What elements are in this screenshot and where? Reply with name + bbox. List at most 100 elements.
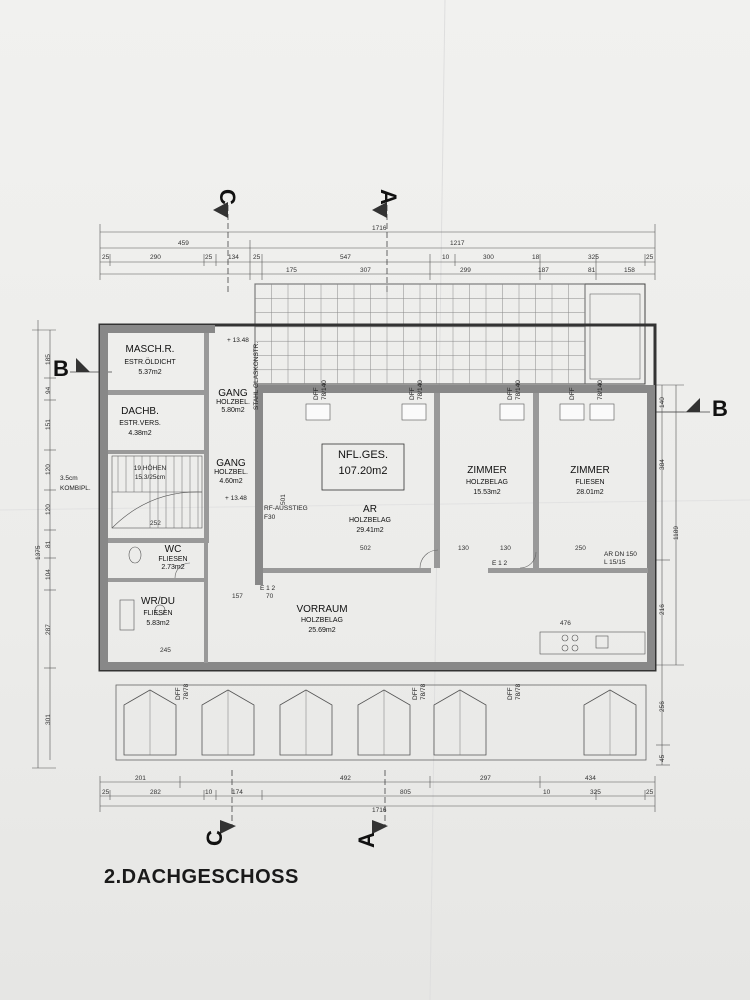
dim-bottom-a: 434 bbox=[585, 775, 596, 782]
room-floor: HOLZBEL. bbox=[214, 469, 248, 476]
dim-top-c: 187 bbox=[538, 267, 549, 274]
top-dimension-lines bbox=[99, 224, 656, 280]
section-marker-b-left: B bbox=[53, 356, 112, 381]
dim-bottom-b: 174 bbox=[232, 789, 243, 796]
skylight-window bbox=[201, 689, 255, 756]
paper-fold bbox=[0, 499, 750, 511]
room-vorraum: VORRAUM HOLZBELAG 25.69m2 bbox=[296, 604, 347, 634]
dim-right: 256 bbox=[659, 701, 666, 712]
dim-bottom-b: 25 bbox=[646, 789, 654, 796]
dim-top-c: 158 bbox=[624, 267, 635, 274]
dim-left: 120 bbox=[45, 504, 52, 515]
level-marker: + 13.48 bbox=[227, 337, 249, 344]
dim-inner: 501 bbox=[280, 494, 287, 505]
room-name: MASCH.R. bbox=[126, 344, 175, 355]
room-name: AR bbox=[363, 504, 377, 515]
dim-left: 301 bbox=[45, 714, 52, 725]
room-name: GANG bbox=[218, 388, 248, 399]
dim-top-c: 307 bbox=[360, 267, 371, 274]
room-floor: FLIESEN bbox=[158, 556, 187, 563]
window-label: DFF bbox=[507, 387, 514, 400]
dim-top-c: 299 bbox=[460, 267, 471, 274]
dim-bottom-a: 201 bbox=[135, 775, 146, 782]
window-label: DFF bbox=[313, 387, 320, 400]
e12-label: E 1 2 bbox=[492, 560, 508, 567]
kitchen-counter bbox=[539, 631, 646, 655]
window-label: 78/78 bbox=[183, 683, 190, 700]
dim-top-a: 1217 bbox=[450, 240, 465, 247]
section-label: A bbox=[376, 189, 401, 205]
l-label: L 15/15 bbox=[604, 559, 626, 566]
dim-left: 104 bbox=[45, 569, 52, 580]
terrace-tiles bbox=[254, 283, 586, 384]
room-gang-2: GANG HOLZBEL. 4.60m2 bbox=[214, 458, 248, 485]
room-area: 15.53m2 bbox=[473, 489, 500, 496]
room-area: 25.69m2 bbox=[308, 627, 335, 634]
dim-inner: 157 bbox=[232, 593, 243, 600]
kombi-label: KOMBIPL. bbox=[60, 485, 91, 492]
bottom-dimension-lines bbox=[99, 776, 656, 812]
window-label: 78/78 bbox=[420, 683, 427, 700]
room-floor: FLIESEN bbox=[143, 610, 172, 617]
dim-inner: 250 bbox=[575, 545, 586, 552]
window-label: 78/78 bbox=[515, 683, 522, 700]
room-name: VORRAUM bbox=[296, 604, 347, 615]
stair-steps bbox=[117, 456, 199, 528]
dim-top-b: 25 bbox=[253, 254, 261, 261]
room-ar: AR HOLZBELAG 29.41m2 bbox=[349, 504, 391, 534]
room-area: 5.37m2 bbox=[138, 369, 161, 376]
dim-top-b: 134 bbox=[228, 254, 239, 261]
dim-left: 120 bbox=[45, 464, 52, 475]
room-name: GANG bbox=[216, 458, 246, 469]
window-label: 78/140 bbox=[417, 380, 424, 400]
section-label: B bbox=[53, 356, 69, 381]
dim-left: 287 bbox=[45, 624, 52, 635]
e12-label: E 1 2 bbox=[260, 585, 276, 592]
room-floor: HOLZBELAG bbox=[466, 479, 508, 486]
dim-right: 216 bbox=[659, 604, 666, 615]
window-label: DFF bbox=[175, 687, 182, 700]
dim-bottom-a: 297 bbox=[480, 775, 491, 782]
f30-label: F30 bbox=[264, 514, 276, 521]
section-marker-c-top: C bbox=[213, 189, 240, 295]
window-label: DFF bbox=[412, 687, 419, 700]
room-floor: HOLZBELAG bbox=[301, 617, 343, 624]
room-floor: FLIESEN bbox=[575, 479, 604, 486]
stahl-label: STAHL GLASKONSTR. bbox=[253, 342, 260, 410]
dim-inner: 70 bbox=[266, 593, 274, 600]
room-name: ZIMMER bbox=[467, 465, 506, 476]
dim-right: 45 bbox=[659, 754, 666, 762]
room-zimmer-1: ZIMMER HOLZBELAG 15.53m2 bbox=[466, 465, 508, 496]
right-dimension-lines bbox=[656, 384, 684, 766]
room-area: 28.01m2 bbox=[576, 489, 603, 496]
room-floor: HOLZBEL. bbox=[216, 399, 250, 406]
drawing-title: 2.DACHGESCHOSS bbox=[104, 866, 299, 888]
dim-top-b: 325 bbox=[588, 254, 599, 261]
dim-top-b: 25 bbox=[205, 254, 213, 261]
room-area: 4.38m2 bbox=[128, 430, 151, 437]
terrace-grid bbox=[254, 283, 646, 385]
section-label: A bbox=[354, 832, 379, 848]
skylight-window bbox=[357, 689, 411, 756]
dim-left: 151 bbox=[45, 419, 52, 430]
dim-top-c: 81 bbox=[588, 267, 596, 274]
window-label: DFF bbox=[507, 687, 514, 700]
dim-inner: 245 bbox=[160, 647, 171, 654]
skylight-window bbox=[123, 689, 177, 756]
roof-skylights bbox=[115, 684, 647, 761]
room-dachb: DACHB. ESTR.VERS. 4.38m2 bbox=[119, 406, 161, 437]
dim-bottom-b: 805 bbox=[400, 789, 411, 796]
dim-inner: 252 bbox=[150, 520, 161, 527]
door-swings bbox=[174, 549, 537, 579]
room-masch: MASCH.R. ESTR.ÖLDICHT 5.37m2 bbox=[124, 344, 176, 376]
level-marker: + 13.48 bbox=[225, 495, 247, 502]
total-area-box bbox=[321, 443, 405, 491]
room-name: WR/DU bbox=[141, 596, 175, 607]
skylight-window bbox=[583, 689, 637, 756]
staircase bbox=[111, 455, 203, 529]
dim-overall-bottom: 1716 bbox=[372, 807, 387, 814]
dim-right: 140 bbox=[659, 397, 666, 408]
dim-top-b: 18 bbox=[532, 254, 540, 261]
